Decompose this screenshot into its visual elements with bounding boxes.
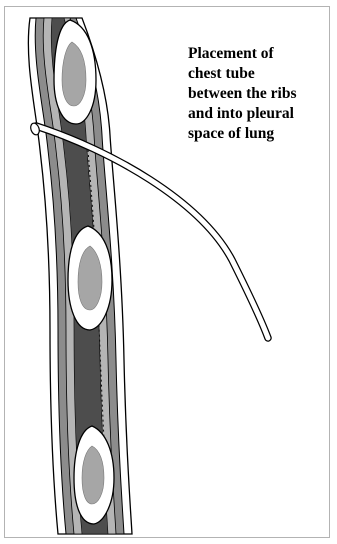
caption-line-2: chest tube (188, 64, 330, 84)
diagram-caption: Placement of chest tube between the ribs… (188, 44, 330, 144)
caption-line-3: between the ribs (188, 84, 330, 104)
rib-top (54, 20, 96, 124)
caption-line-5: space of lung (188, 124, 330, 144)
caption-line-1: Placement of (188, 44, 330, 64)
caption-line-4: and into pleural (188, 104, 330, 124)
